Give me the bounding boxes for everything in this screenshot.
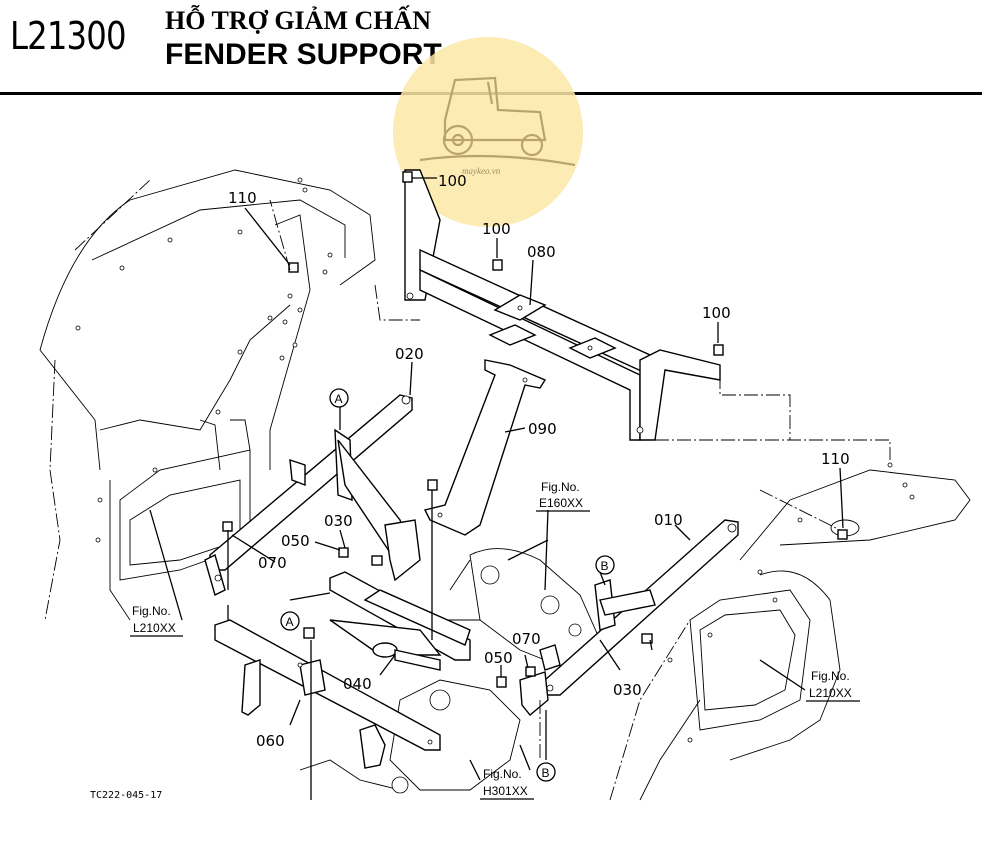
left-fender — [39, 169, 376, 621]
marker-a-2: A — [286, 615, 294, 629]
tractor-icon — [419, 76, 576, 167]
leader-lines — [149, 177, 891, 800]
part-labels: 100 100 100 080 110 110 020 090 030 050 … — [228, 172, 850, 750]
label-080: 080 — [527, 243, 556, 261]
label-040: 040 — [343, 675, 372, 693]
fig-ref-l210-left: L210XX — [133, 621, 176, 635]
watermark-text: maykeo.vn — [462, 166, 501, 176]
label-070-left: 070 — [258, 554, 287, 572]
fig-no-e160-label: Fig.No. — [541, 480, 580, 494]
label-070-right: 070 — [512, 630, 541, 648]
marker-a-circle-1 — [329, 388, 349, 408]
label-110-left: 110 — [228, 189, 257, 207]
label-020: 020 — [395, 345, 424, 363]
title-english: FENDER SUPPORT — [165, 38, 442, 71]
marker-a-circle-2 — [280, 611, 300, 631]
transmission-housing — [299, 548, 601, 794]
part-tube-040 — [329, 619, 442, 671]
part-frame-060 — [214, 571, 471, 769]
part-bracket-020 — [204, 394, 421, 597]
label-090: 090 — [528, 420, 557, 438]
fig-ref-l210-right: L210XX — [809, 686, 852, 700]
label-050-right: 050 — [484, 649, 513, 667]
label-100-top: 100 — [438, 172, 467, 190]
figure-id: TC222-045-17 — [90, 790, 162, 801]
part-crossbar-080 — [404, 169, 721, 441]
section-code: L21300 — [10, 14, 127, 58]
label-110-right: 110 — [821, 450, 850, 468]
fig-ref-h301: H301XX — [483, 784, 528, 798]
label-030-right: 030 — [613, 681, 642, 699]
label-100-right: 100 — [702, 304, 731, 322]
right-fender — [609, 462, 971, 801]
fig-no-h301-label: Fig.No. — [483, 767, 522, 781]
label-100-mid: 100 — [482, 220, 511, 238]
marker-b-circle-1 — [595, 555, 615, 575]
label-050-left: 050 — [281, 532, 310, 550]
label-030-left: 030 — [324, 512, 353, 530]
marker-b-circle-2 — [536, 762, 556, 782]
part-brace-090 — [423, 359, 547, 536]
marker-a-1: A — [335, 392, 343, 406]
label-010: 010 — [654, 511, 683, 529]
label-060: 060 — [256, 732, 285, 750]
marker-b-2: B — [542, 766, 550, 780]
marker-b-1: B — [601, 559, 609, 573]
part-bracket-010 — [519, 519, 739, 716]
fig-no-l210-right-label: Fig.No. — [811, 669, 850, 683]
figure-references: Fig.No. E160XX Fig.No. L210XX Fig.No. L2… — [130, 480, 860, 800]
reference-markers: A A B B — [280, 388, 615, 782]
fig-ref-e160: E160XX — [539, 496, 583, 510]
title-vietnamese: HỖ TRỢ GIẢM CHẤN — [165, 6, 432, 35]
fig-no-l210-left-label: Fig.No. — [132, 604, 171, 618]
